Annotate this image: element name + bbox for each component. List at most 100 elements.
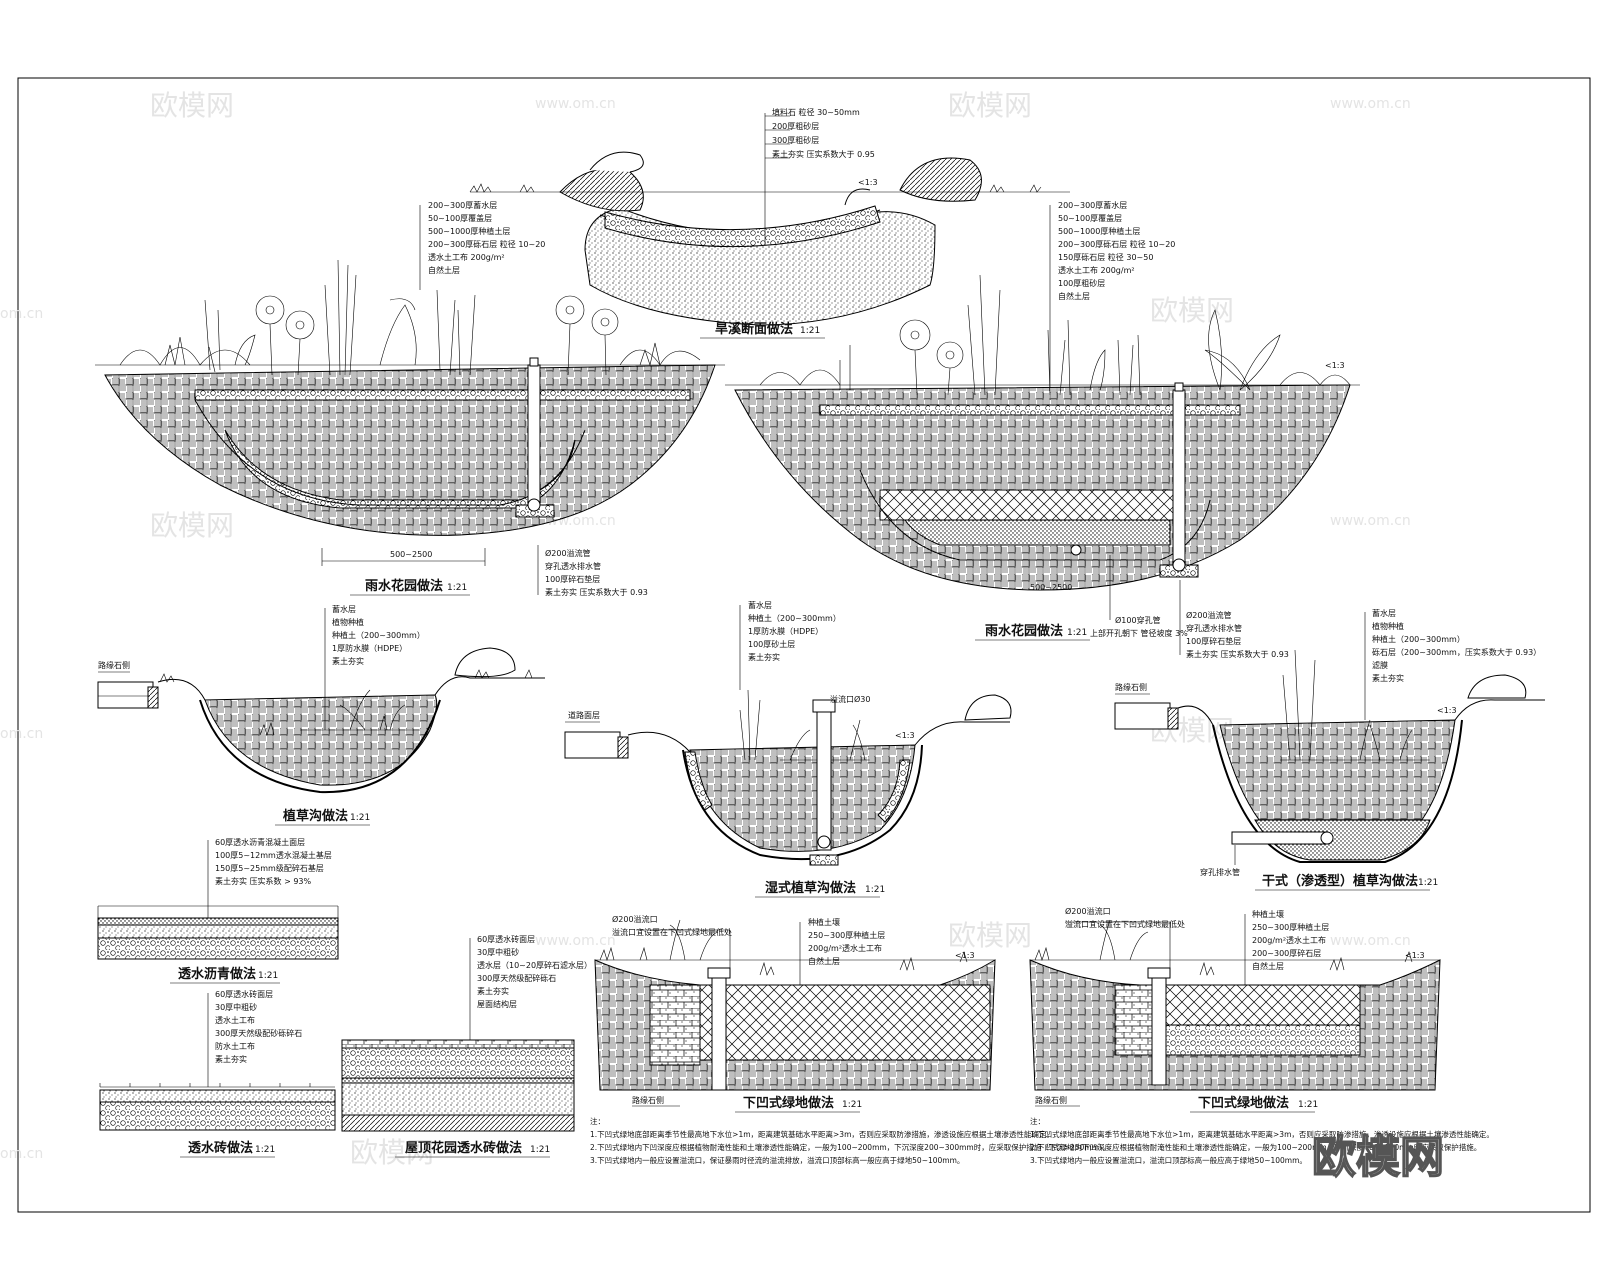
layer-label: 250~300厚种植土层 — [1252, 922, 1329, 932]
slope-label: <1:3 — [955, 951, 975, 960]
layer-label: 自然土层 — [1058, 291, 1090, 301]
section-title: 旱溪断面做法 — [715, 321, 793, 337]
section-title: 下凹式绿地做法 — [743, 1095, 834, 1111]
section-title: 雨水花园做法 — [985, 623, 1063, 639]
layer-label: 200~300厚碎石层 — [1252, 948, 1321, 958]
note-line: 1.下凹式绿地底部距离季节性最高地下水位>1m，距离建筑基础水平距离>3m，否则… — [1030, 1129, 1494, 1139]
notes-label: 注： — [590, 1116, 605, 1126]
layer-label: 透水土工布 — [215, 1015, 255, 1025]
roof-brick-section: 60厚透水砖面层 30厚中粗砂 透水层（10~20厚碎石滤水层） 300厚天然级… — [341, 934, 592, 1158]
note-line: 2.下凹式绿地内下凹深度应根据植物耐淹性能和土壤渗透性能确定，一般为100~20… — [590, 1142, 1110, 1152]
slope-label: <1:3 — [1405, 951, 1425, 960]
layer-label: 100厚粗砂层 — [1058, 278, 1105, 288]
scale-label: 1:21 — [530, 1145, 550, 1155]
watermark-text: 欧模网 — [948, 89, 1032, 122]
layer-label: 60厚透水砖面层 — [477, 934, 535, 944]
grass-swale-section: 路缘石侧 蓄水层 植物种植 种植土（200~300mm） 1厚防水膜（HDPE）… — [97, 604, 545, 826]
section-title: 雨水花园做法 — [365, 578, 443, 594]
watermark-text: www.om.cn — [535, 96, 616, 112]
rain-garden-2-section: <1:3 200~300厚蓄水层 50~100厚覆盖层 500~1000厚种植土… — [725, 200, 1360, 659]
layer-label: 蓄水层 — [1372, 608, 1396, 618]
layer-label: 穿孔透水排水管 — [545, 561, 601, 571]
pipe-label: 溢流口Ø30 — [830, 694, 870, 704]
pipe-label: 上部开孔朝下 管径坡度 3% — [1090, 628, 1188, 638]
layer-label: 素土夯实 压实系数大于 0.93 — [1186, 649, 1289, 659]
pipe-label: Ø200溢流口 — [1065, 906, 1111, 916]
watermark-text: 欧模网 — [1150, 294, 1234, 327]
dimension-label: 500~2500 — [390, 550, 432, 559]
layer-label: 200厚粗砂层 — [772, 121, 819, 131]
slope-label: <1:3 — [858, 178, 878, 187]
section-title: 下凹式绿地做法 — [1198, 1095, 1289, 1111]
watermark-text: om.cn — [0, 1146, 43, 1162]
section-title: 屋顶花园透水砖做法 — [405, 1140, 522, 1156]
layer-label: 200g/m²透水土工布 — [808, 943, 882, 953]
sunken-green-1-section: <1:3 Ø200溢流口 溢流口宜设置在下凹式绿地最低处 种植土壤 250~30… — [590, 914, 1110, 1165]
permeable-asphalt-section: 60厚透水沥青混凝土面层 100厚5~12mm透水混凝土基层 150厚5~25m… — [97, 837, 339, 984]
layer-label: 素土夯实 — [215, 1054, 247, 1064]
slope-label: <1:3 — [1325, 361, 1345, 370]
scale-label: 1:21 — [800, 326, 820, 336]
watermark-text: www.om.cn — [535, 933, 616, 949]
note-line: 3.下凹式绿地内一般应设置溢流口，溢流口顶部标高一般应高于绿地50~100mm。 — [1030, 1155, 1307, 1165]
watermark-text: 欧模网 — [150, 89, 234, 122]
layer-label: 种植土（200~300mm） — [1372, 634, 1465, 644]
layer-label: Ø200溢流管 — [545, 548, 591, 558]
layer-label: 素土夯实 — [748, 652, 780, 662]
layer-label: 穿孔透水排水管 — [1186, 623, 1242, 633]
layer-label: 200~300厚蓄水层 — [1058, 200, 1127, 210]
watermark-text: 欧模网 — [150, 509, 234, 542]
layer-label: 自然土层 — [1252, 961, 1284, 971]
layer-label: 150厚砾石层 粒径 30~50 — [1058, 252, 1153, 262]
watermark-text: 欧模网 — [948, 919, 1032, 952]
dimension-label: 500~2500 — [1030, 583, 1072, 592]
layer-label: 种植土（200~300mm） — [748, 613, 841, 623]
layer-label: 250~300厚种植土层 — [808, 930, 885, 940]
layer-label: 200~300厚砾石层 粒径 10~20 — [428, 239, 545, 249]
curb-label: 道路面层 — [568, 710, 600, 720]
layer-label: 植物种植 — [1372, 621, 1404, 631]
dry-creek-section: <1:3 填料石 粒径 30~50mm 200厚粗砂层 300厚粗砂层 素土夯实… — [469, 107, 1070, 339]
notes-label: 注： — [1030, 1116, 1045, 1126]
section-title: 干式（渗透型）植草沟做法 — [1262, 873, 1418, 889]
layer-label: 200g/m²透水土工布 — [1252, 935, 1326, 945]
note-line: 1.下凹式绿地底部距离季节性最高地下水位>1m，距离建筑基础水平距离>3m，否则… — [590, 1129, 1054, 1139]
layer-label: 透水土工布 200g/m² — [1058, 265, 1135, 275]
layer-label: 素土夯实 — [477, 986, 509, 996]
scale-label: 1:21 — [258, 971, 278, 981]
layer-label: 自然土层 — [808, 956, 840, 966]
rain-garden-1-section: 200~300厚蓄水层 50~100厚覆盖层 500~1000厚种植土层 200… — [95, 200, 725, 597]
layer-label: 200~300厚砾石层 粒径 10~20 — [1058, 239, 1175, 249]
layer-label: 50~100厚覆盖层 — [1058, 213, 1122, 223]
layer-label: 素土夯实 — [332, 656, 364, 666]
layer-label: 防水土工布 — [215, 1041, 255, 1051]
section-title: 透水砖做法 — [188, 1140, 253, 1156]
drawing-border — [17, 77, 1591, 1213]
layer-label: 滤膜 — [1372, 660, 1388, 670]
layer-label: 素土夯实 — [1372, 673, 1404, 683]
section-title: 植草沟做法 — [282, 808, 348, 824]
pipe-label: Ø100穿孔管 — [1115, 615, 1161, 625]
permeable-brick-section: 60厚透水砖面层 30厚中粗砂 透水土工布 300厚天然级配砂砾碎石 防水土工布… — [99, 989, 336, 1158]
slope-label: <1:3 — [895, 731, 915, 740]
brand-logo-watermark: 欧模网 — [1312, 1132, 1444, 1183]
layer-label: 300厚天然级配砂砾碎石 — [215, 1028, 302, 1038]
layer-label: 自然土层 — [428, 265, 460, 275]
pipe-label: 溢流口宜设置在下凹式绿地最低处 — [1065, 919, 1185, 929]
layer-label: 200~300厚蓄水层 — [428, 200, 497, 210]
scale-label: 1:21 — [255, 1145, 275, 1155]
layer-label: 50~100厚覆盖层 — [428, 213, 492, 223]
scale-label: 1:21 — [350, 813, 370, 823]
layer-label: 植物种植 — [332, 617, 364, 627]
layer-label: 1厚防水膜（HDPE） — [748, 626, 823, 636]
pipe-label: 溢流口宜设置在下凹式绿地最低处 — [612, 927, 732, 937]
layer-label: 60厚透水沥青混凝土面层 — [215, 837, 305, 847]
layer-label: 素土夯实 压实系数大于 0.93 — [545, 587, 648, 597]
layer-label: 100厚碎石垫层 — [1186, 636, 1241, 646]
layer-label: 30厚中粗砂 — [215, 1002, 257, 1012]
scale-label: 1:21 — [865, 885, 885, 895]
slope-label: <1:3 — [1437, 706, 1457, 715]
section-title: 透水沥青做法 — [178, 966, 256, 982]
layer-label: 150厚5~25mm级配碎石基层 — [215, 863, 324, 873]
